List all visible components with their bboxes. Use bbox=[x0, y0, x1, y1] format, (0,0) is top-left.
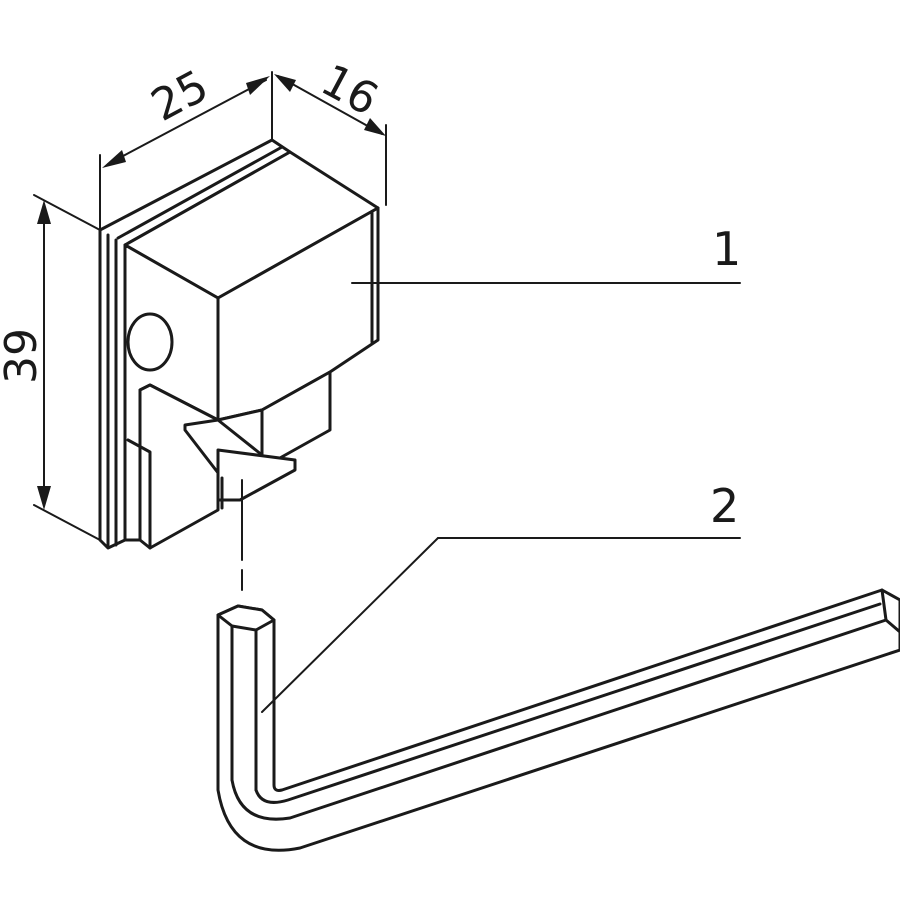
dim-height-label: 39 bbox=[0, 328, 47, 384]
dim-depth-label: 16 bbox=[313, 55, 386, 126]
dimension-height: 39 bbox=[0, 194, 101, 541]
arrow-height-top bbox=[37, 200, 51, 224]
dim-width-label: 25 bbox=[143, 60, 216, 131]
callout-2: 2 bbox=[261, 479, 741, 713]
holder-block bbox=[98, 138, 380, 550]
arrow-width-right bbox=[246, 76, 270, 95]
ext-line-height-top bbox=[33, 194, 101, 231]
callout-1: 1 bbox=[351, 222, 741, 284]
hex-socket-lower bbox=[216, 448, 297, 502]
callout-2-leader-diag bbox=[261, 537, 439, 713]
hex-key-arm-end bbox=[880, 588, 900, 634]
bracket-edge-a bbox=[126, 438, 152, 550]
lower-step bbox=[260, 370, 332, 470]
dim-line-depth bbox=[277, 75, 383, 135]
arrow-depth-left bbox=[274, 74, 296, 92]
hex-key bbox=[216, 588, 900, 852]
arrow-width-left bbox=[102, 150, 126, 168]
arrow-height-bottom bbox=[37, 486, 51, 510]
hex-key-body bbox=[216, 588, 900, 852]
arrow-depth-right bbox=[364, 118, 386, 136]
dim-line-width bbox=[107, 79, 267, 165]
callout-1-label: 1 bbox=[712, 222, 741, 276]
ext-line-height-bottom bbox=[33, 504, 101, 541]
callout-2-label: 2 bbox=[710, 479, 739, 533]
hex-key-bend-a bbox=[230, 618, 888, 821]
hex-key-bend-b bbox=[254, 602, 882, 804]
screw-hole bbox=[126, 312, 174, 372]
mounting-plate-groove bbox=[116, 145, 284, 240]
